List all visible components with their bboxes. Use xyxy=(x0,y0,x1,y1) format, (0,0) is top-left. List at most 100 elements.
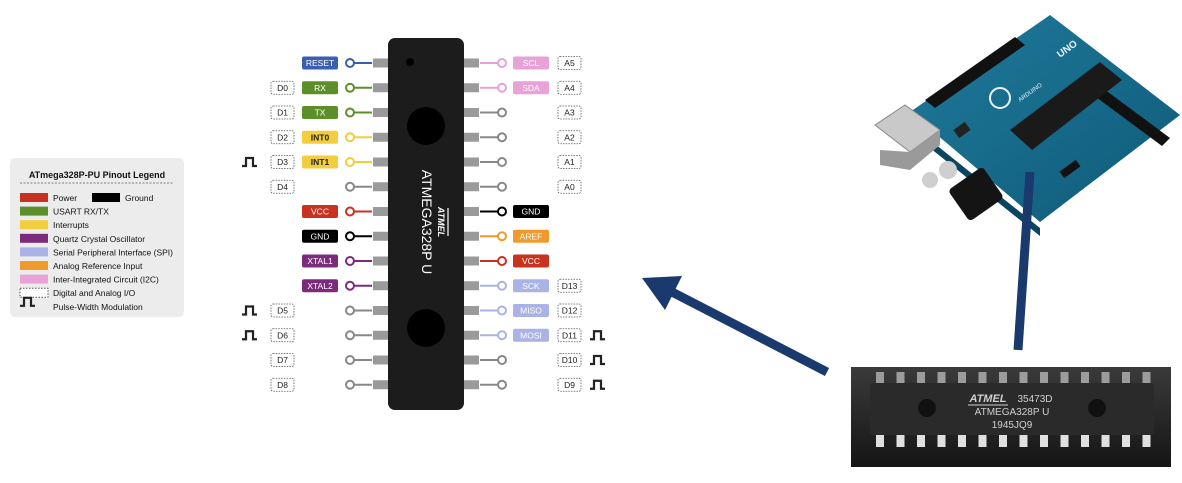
pin-io-badge xyxy=(557,130,582,145)
pin-io-label: D10 xyxy=(562,355,578,365)
pwm-icon xyxy=(242,330,257,341)
pin-lead xyxy=(464,83,479,93)
chip-photo-leg xyxy=(917,435,925,447)
pin-function-label: XTAL1 xyxy=(307,256,333,266)
chip-photo-leg xyxy=(1081,372,1089,383)
chip-photo-leg xyxy=(1081,435,1089,447)
chip-brand: ATMEL xyxy=(436,206,446,237)
pin-io-badge xyxy=(270,130,295,145)
legend-swatch xyxy=(20,193,48,202)
legend-swatch xyxy=(92,193,120,202)
pin-function-label: VCC xyxy=(522,256,540,266)
pin-connector-ring xyxy=(497,82,507,93)
pin-lead xyxy=(464,132,479,142)
chip-pinout: 1RESET2RXD03TXD14INT0D25INT1D36D47VCC8GN… xyxy=(242,38,605,410)
pin-function-label: TX xyxy=(315,108,326,118)
chip-photo-code: 35473D xyxy=(1017,394,1052,405)
pin-io-label: D8 xyxy=(277,380,288,390)
pin-function-label: RESET xyxy=(306,58,334,68)
pin-io-badge xyxy=(557,303,582,318)
chip-photo-leg xyxy=(937,372,946,383)
pin-connector-ring xyxy=(345,206,355,217)
pin-function-badge xyxy=(302,155,338,169)
chip-photo-leg xyxy=(1019,372,1028,383)
pin-connector-ring xyxy=(345,379,355,390)
pin-function-badge xyxy=(302,229,338,243)
pin-lead xyxy=(464,58,479,68)
pin-io-badge xyxy=(270,328,295,343)
pin-io-badge xyxy=(270,353,295,367)
pin-connector-ring xyxy=(497,305,507,316)
pin-function-label: GND xyxy=(522,207,541,217)
pin-function-label: GND xyxy=(311,231,330,241)
chip-photo-leg xyxy=(999,372,1007,383)
pin-function-badge xyxy=(513,229,549,243)
pin-function-badge xyxy=(302,205,338,218)
pin-lead xyxy=(373,281,388,291)
chip-photo-leg xyxy=(1142,435,1151,447)
chip-photo-leg xyxy=(876,435,884,447)
pin-connector-ring xyxy=(345,355,355,365)
chip-photo-leg xyxy=(876,372,884,383)
pin-io-label: D3 xyxy=(277,157,288,167)
pin-io-badge xyxy=(557,155,582,169)
power-jack xyxy=(949,167,1003,221)
chip-photo-notch-right xyxy=(1088,399,1106,417)
legend-swatch xyxy=(20,247,48,257)
pin-connector-ring xyxy=(497,379,507,390)
legend-label: USART RX/TX xyxy=(53,207,109,217)
capacitor-1 xyxy=(939,161,957,179)
chip-photo-leg xyxy=(978,372,987,383)
chip-photo-leg xyxy=(1142,372,1151,383)
pin-function-badge xyxy=(302,56,338,70)
pin-connector-ring xyxy=(345,157,355,167)
arduino-board-photo: UNO ARDUINO xyxy=(874,15,1180,236)
chip-notch-top xyxy=(407,107,445,145)
pin-io-badge xyxy=(270,155,295,169)
pin-function-label: XTAL2 xyxy=(307,281,333,291)
pin-connector-ring xyxy=(345,256,355,266)
pin-function-label: AREF xyxy=(520,231,543,241)
pin-io-badge xyxy=(557,105,582,120)
legend-swatch xyxy=(20,274,48,284)
pin-function-label: SCL xyxy=(523,58,540,68)
board-crystal xyxy=(953,121,971,139)
chip-photo-leg xyxy=(999,435,1007,447)
pin-function-badge xyxy=(513,56,549,70)
pin-io-badge xyxy=(270,105,295,120)
pin-function-badge xyxy=(513,279,549,293)
pin-io-badge xyxy=(557,328,582,343)
pin-io-badge xyxy=(557,353,582,367)
pin-io-label: A3 xyxy=(564,108,575,118)
legend-swatch xyxy=(19,287,49,298)
pin-function-badge xyxy=(513,254,549,268)
pin-io-badge xyxy=(557,377,582,392)
pin-connector-ring xyxy=(497,280,507,291)
pin1-dot xyxy=(406,58,414,66)
pin-io-label: D5 xyxy=(277,306,288,316)
pin-connector-ring xyxy=(497,107,507,118)
chip-photo-brand: ATMEL xyxy=(968,393,1006,405)
chip-photo-leg xyxy=(1060,372,1069,383)
pin-function-label: VCC xyxy=(311,207,329,217)
legend-label: Digital and Analog I/O xyxy=(53,288,136,298)
pin-connector-ring xyxy=(497,132,507,143)
chip-photo-leg xyxy=(1122,372,1130,383)
pwm-icon xyxy=(590,354,605,366)
legend-swatch xyxy=(20,233,48,243)
chip-photo-leg xyxy=(1040,372,1048,383)
pwm-icon xyxy=(20,296,35,307)
legend-panel xyxy=(10,158,184,317)
pin-io-badge xyxy=(270,179,295,194)
pin-lead xyxy=(464,207,479,216)
pin-io-label: D13 xyxy=(562,281,578,291)
legend-label: Inter-Integrated Circuit (I2C) xyxy=(53,275,159,285)
pin-io-label: D4 xyxy=(277,182,288,192)
legend-label: Power xyxy=(53,193,77,203)
pin-connector-ring xyxy=(345,231,355,242)
pin-lead xyxy=(373,83,388,93)
chip-photo-leg xyxy=(1122,435,1130,447)
board-top-header xyxy=(925,37,1025,108)
chip-photo-leg xyxy=(1019,435,1028,447)
chip-photo: ATMEL 35473D ATMEGA328P U 1945JQ9 xyxy=(851,367,1171,467)
